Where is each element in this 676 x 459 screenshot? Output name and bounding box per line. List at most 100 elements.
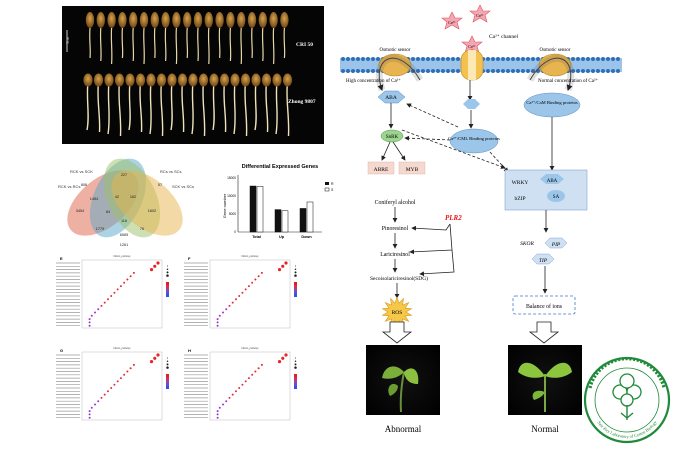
y-tick-0: 0 [234,230,236,234]
legend-swatch [294,282,297,285]
ca-ions: Ca²⁺ Ca²⁺ Ca²⁺ [441,4,491,54]
legend-s-swatch [324,187,330,192]
wrky-label: WRKY [512,180,529,186]
kegg-dot [106,390,109,393]
label-zhong9807: Zhong 9807 [288,99,316,105]
kegg-dot [257,275,260,278]
kegg-dot [119,377,122,380]
aba-label: ABA [385,95,397,101]
seedling [269,12,278,65]
legend-size-dot [166,271,169,274]
kegg-dot [110,387,113,389]
kegg-dot [218,406,221,409]
pip-label: PIP [551,242,561,248]
deg-bar-chart: Differential Expressed Genes Gene number… [222,164,334,239]
plant-photo-abnormal [366,345,440,415]
kegg-dot [103,393,106,396]
down-arrow-right [528,321,560,344]
normal-conc-label: Normal concentration of Ca²⁺ [538,78,598,84]
kegg-dot [100,304,103,307]
legend-swatch [294,285,297,288]
kegg-dot [153,264,157,268]
ca-cam-label: Ca²⁺/CaM Binding proteins [526,100,577,105]
seedling [258,12,267,62]
kegg-dot [94,403,96,406]
legend-size-dot [295,265,296,267]
legend-swatch [166,285,169,288]
legend-swatch [294,288,297,291]
legend-size-dot [294,366,297,369]
kegg-dot [88,413,91,416]
down-arrow-left [381,321,413,344]
legend-swatch [294,374,297,377]
kegg-dot [260,363,263,366]
legend-swatch [166,374,169,377]
aba-node [377,90,406,104]
panel-letter: G [60,348,63,353]
seedling [183,12,192,59]
kegg-dot [113,383,116,386]
y-tick-5000: 5000 [229,212,236,216]
kegg-dot [216,321,219,324]
snrk-label: SnRK [386,135,399,140]
panel-title: KEGG_pathway [113,347,131,350]
seedling [204,12,213,65]
legend-swatch [166,386,169,389]
kegg-dot [251,281,254,284]
legend-size-dot [294,363,297,366]
seedling [198,73,209,137]
legend-size-dot [166,366,169,369]
legend-swatch [294,383,297,386]
kegg-dot [156,353,160,357]
kegg-dot [132,271,135,274]
legend-swatch [166,294,169,297]
seedling [280,12,289,59]
aba-label-2: ABA [547,179,558,184]
abre-box [367,161,395,175]
legend-size-dot [294,360,297,362]
kegg-dot [241,383,244,386]
legend-swatch [166,288,169,291]
plot-frame [81,351,163,421]
kegg-dot [228,304,231,307]
seedling [96,12,106,62]
kegg-dot [216,318,219,321]
kegg-dot [123,373,126,376]
plot-frame [209,259,291,329]
kegg-dot [234,390,237,393]
sa-label: SA [553,195,560,200]
legend-swatch [294,291,297,294]
y-tick-10000: 10000 [227,194,236,198]
sdg-label: Secoisolariciresinol(SDG) [370,275,428,282]
tip-label: TIP [539,258,548,264]
legend-size-dot [167,265,168,267]
kegg-dot [222,403,224,406]
seedling [240,73,251,137]
balance-label: Balance of ions [526,303,563,310]
venn-value: 1454 [90,197,98,201]
normal-label: Normal [531,424,559,434]
seedling [188,73,198,135]
kegg-dot [238,387,241,389]
seedling [139,12,149,65]
plr2-label: PLR2 [445,214,462,222]
balance-box [512,295,576,315]
bar-down-r [299,208,307,233]
kegg-dot [116,380,119,383]
kegg-dot [153,356,157,360]
seedling [118,12,127,59]
bar-up-r [274,209,282,233]
legend-swatch [294,380,297,383]
seedling [247,12,257,59]
kegg-dot [123,281,126,284]
kegg-dot [247,285,250,288]
kegg-dot [88,410,91,413]
seedling [135,73,146,133]
abnormal-label: Abnormal [385,424,422,434]
bar-total-r [249,185,257,233]
seedling [251,73,261,131]
